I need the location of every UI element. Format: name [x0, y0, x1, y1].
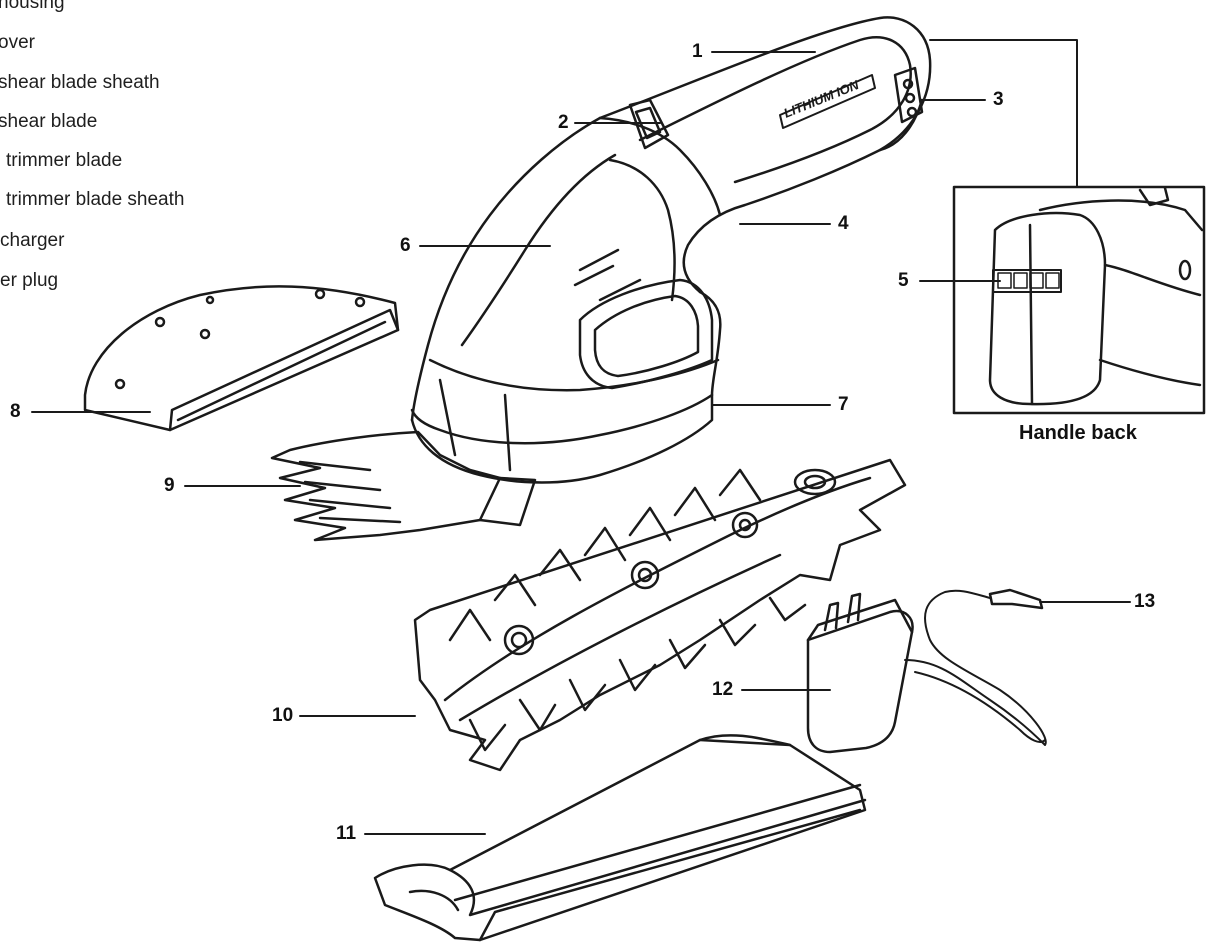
shear-blade-sheath [83, 285, 400, 432]
callout-13: 13 [1134, 591, 1156, 612]
callout-7: 7 [838, 394, 849, 415]
callout-2: 2 [558, 112, 569, 133]
legend-item-charger-plug: er plug [0, 270, 59, 291]
handle-back-inset [952, 185, 1206, 415]
callout-10: 10 [272, 705, 294, 726]
leader-line-inset [929, 39, 1078, 188]
legend-item-charger: charger [0, 230, 65, 251]
callout-1: 1 [692, 41, 703, 62]
legend-item-cover: over [0, 32, 35, 53]
callout-9: 9 [164, 475, 175, 496]
trimmer-blade-sheath [373, 734, 867, 942]
trimmer-blade [413, 458, 907, 772]
callout-4: 4 [838, 213, 849, 234]
shear-blade [270, 430, 537, 542]
callout-8: 8 [10, 401, 21, 422]
leader-lines [31, 39, 1131, 835]
legend-item-housing: housing [0, 0, 65, 13]
legend-item-shear-blade: shear blade [0, 111, 98, 132]
callout-12: 12 [712, 679, 734, 700]
callout-6: 6 [400, 235, 411, 256]
callout-11: 11 [336, 823, 357, 844]
callout-5: 5 [898, 270, 909, 291]
shear-housing [410, 16, 932, 484]
callout-3: 3 [993, 89, 1004, 110]
battery-charger [806, 588, 1047, 754]
inset-caption: Handle back [1019, 422, 1137, 444]
legend-item-trimmer-blade: trimmer blade [6, 150, 123, 171]
legend-item-trimmer-blade-sheath: trimmer blade sheath [6, 189, 185, 210]
legend-item-shear-blade-sheath: shear blade sheath [0, 72, 160, 93]
